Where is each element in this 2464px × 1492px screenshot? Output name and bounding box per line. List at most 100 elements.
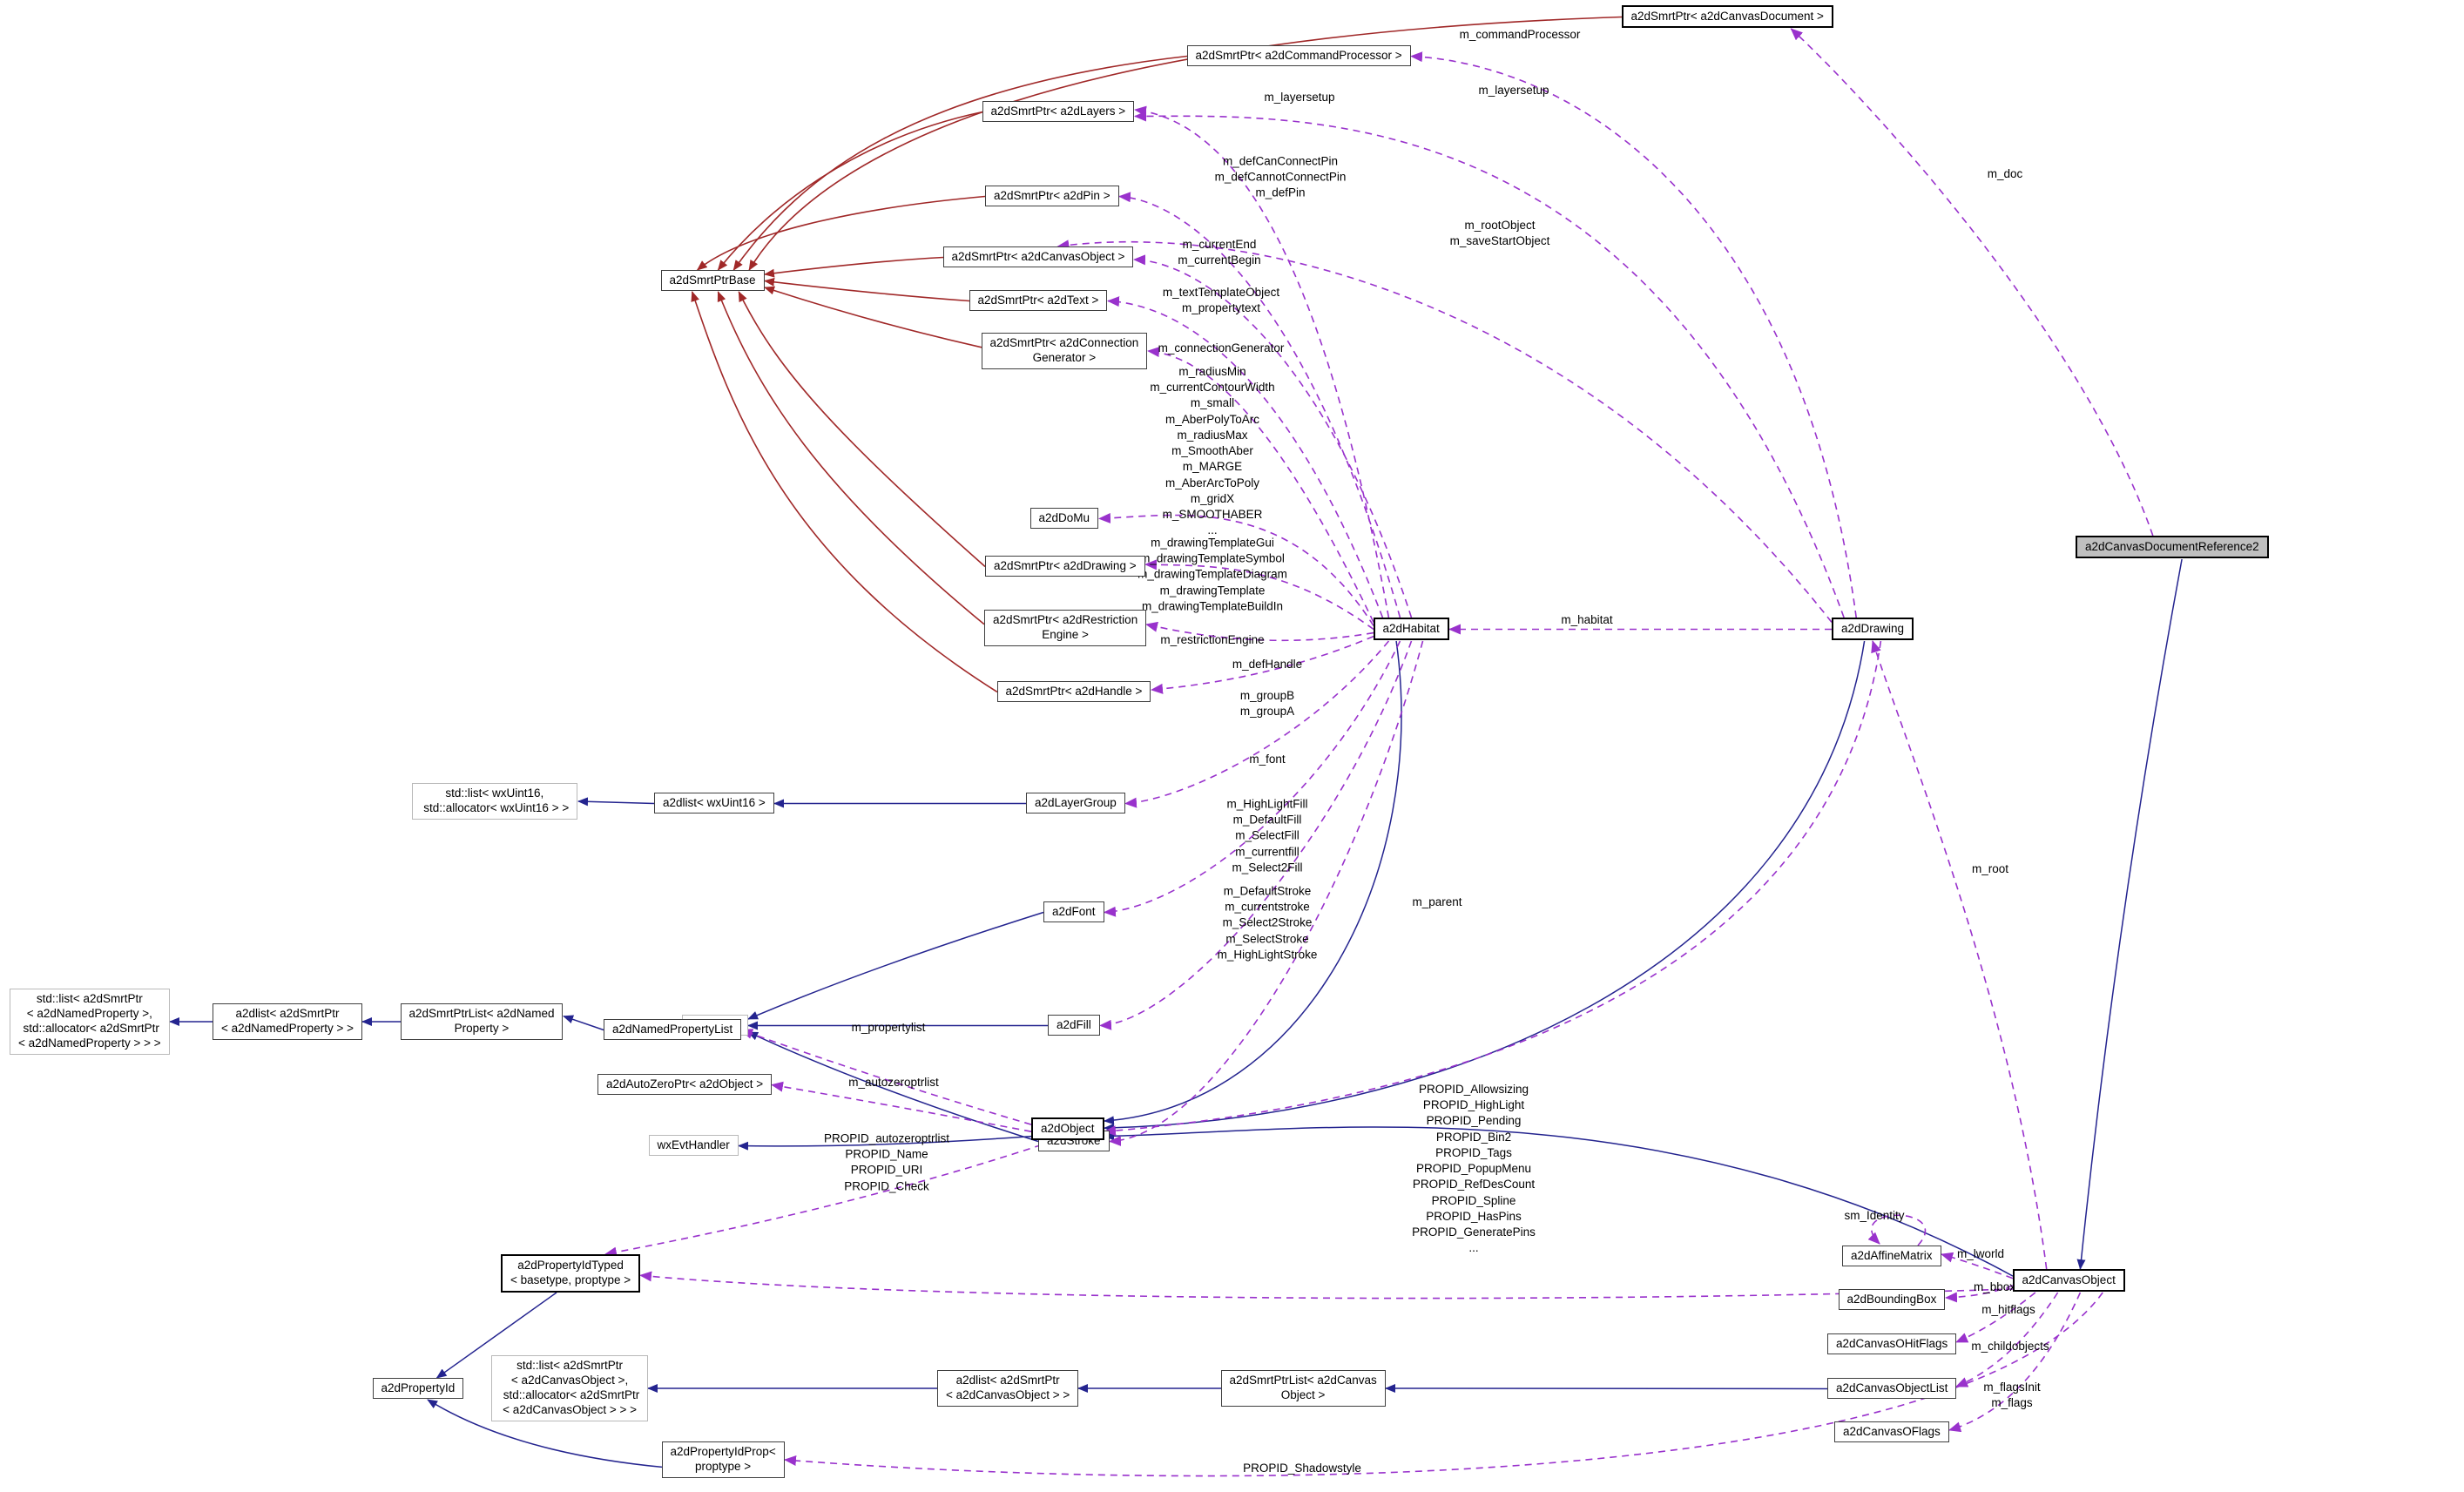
class-node-stdlist_np[interactable]: std::list< a2dSmrtPtr < a2dNamedProperty… bbox=[10, 989, 170, 1055]
edge-a2dobject-to-autozero bbox=[771, 1081, 1032, 1132]
edge-habitat-to-stroke bbox=[1109, 640, 1424, 1146]
edge-label-L4: m_layersetup bbox=[1478, 83, 1549, 97]
edge-pin-to-smrtptrbase bbox=[696, 195, 986, 271]
edge-drawing-to-layers bbox=[1134, 111, 1845, 618]
edge-label-L21: m_propertylist bbox=[851, 1020, 926, 1034]
class-node-canvasobjptr[interactable]: a2dSmrtPtr< a2dCanvasObject > bbox=[942, 246, 1134, 268]
edge-font-to-wxobject bbox=[747, 911, 1044, 1020]
edge-propidprop-to-propertyid bbox=[427, 1399, 663, 1468]
class-node-font[interactable]: a2dFont bbox=[1043, 901, 1104, 923]
class-node-drawing[interactable]: a2dDrawing bbox=[1832, 617, 1914, 641]
edge-namedproplist-to-smrtptrlist_np bbox=[563, 1015, 604, 1031]
edge-label-L24: PROPID_Allowsizing PROPID_HighLight PROP… bbox=[1412, 1082, 1536, 1254]
edge-label-L20: m_root bbox=[1971, 861, 2009, 875]
edge-label-L1: m_commandProcessor bbox=[1459, 27, 1581, 41]
class-node-a2dlist_np[interactable]: a2dlist< a2dSmrtPtr < a2dNamedProperty >… bbox=[213, 1003, 362, 1040]
class-node-propertyid[interactable]: a2dPropertyId bbox=[372, 1377, 464, 1400]
edge-label-L2: m_doc bbox=[1987, 166, 2023, 180]
edge-objectlist-to-smrtptrlist_co bbox=[1385, 1384, 1828, 1394]
edge-label-L5: m_defCanConnectPin m_defCannotConnectPin… bbox=[1214, 154, 1347, 200]
class-node-smrtptrlist_co[interactable]: a2dSmrtPtrList< a2dCanvas Object > bbox=[1220, 1370, 1386, 1407]
class-node-oflags[interactable]: a2dCanvasOFlags bbox=[1834, 1421, 1949, 1443]
edge-canvasobject-to-objectlist bbox=[1955, 1292, 2059, 1387]
edge-habitat-to-drawingptr bbox=[1144, 559, 1374, 631]
edge-a2dobject-to-namedproplist bbox=[740, 1029, 1032, 1125]
edge-label-L11: m_drawingTemplateGui m_drawingTemplateSy… bbox=[1137, 536, 1287, 613]
class-node-cmdproc[interactable]: a2dSmrtPtr< a2dCommandProcessor > bbox=[1186, 44, 1411, 67]
edge-habitat-to-textptr bbox=[1107, 296, 1384, 618]
edge-label-L9: m_connectionGenerator bbox=[1158, 341, 1285, 354]
class-node-affinematrix[interactable]: a2dAffineMatrix bbox=[1842, 1245, 1941, 1267]
edge-habitat-to-handleptr bbox=[1151, 635, 1374, 694]
edge-canvasobject-to-propidprop bbox=[784, 1292, 2103, 1477]
edge-label-L27: m_bbox bbox=[1973, 1279, 2016, 1293]
class-node-a2dlist_uint[interactable]: a2dlist< wxUint16 > bbox=[654, 792, 774, 814]
edge-canvasobject-to-drawing bbox=[1871, 640, 2048, 1270]
class-node-boundingbox[interactable]: a2dBoundingBox bbox=[1838, 1288, 1946, 1311]
class-node-autozero[interactable]: a2dAutoZeroPtr< a2dObject > bbox=[597, 1073, 773, 1096]
edge-label-L6: m_rootObject m_saveStartObject bbox=[1449, 218, 1550, 247]
class-node-restriction[interactable]: a2dSmrtPtr< a2dRestriction Engine > bbox=[984, 610, 1147, 646]
edge-self-affinematrix bbox=[1867, 1214, 1927, 1246]
class-node-canvasdoc[interactable]: a2dSmrtPtr< a2dCanvasDocument > bbox=[1621, 4, 1833, 29]
class-node-habitat[interactable]: a2dHabitat bbox=[1373, 617, 1449, 641]
edge-drawing-to-a2dobject bbox=[1104, 640, 1882, 1137]
class-node-propidtyped[interactable]: a2dPropertyIdTyped < basetype, proptype … bbox=[501, 1254, 641, 1293]
class-node-textptr[interactable]: a2dSmrtPtr< a2dText > bbox=[969, 289, 1108, 312]
class-node-canvasobject[interactable]: a2dCanvasObject bbox=[2012, 1268, 2125, 1293]
edge-restriction-to-smrtptrbase bbox=[717, 291, 985, 625]
edge-a2dobject-to-propidtyped bbox=[604, 1140, 1054, 1258]
class-node-smrtptrbase[interactable]: a2dSmrtPtrBase bbox=[660, 269, 765, 292]
edge-habitat-to-a2dobject bbox=[1104, 640, 1402, 1125]
edge-label-L22: m_autozeroptrlist bbox=[848, 1075, 939, 1089]
class-node-a2dobject[interactable]: a2dObject bbox=[1031, 1117, 1104, 1141]
edge-label-L26: m_lworld bbox=[1956, 1246, 2005, 1260]
edge-label-L7: m_currentEnd m_currentBegin bbox=[1178, 237, 1261, 267]
edge-a2dobject-to-wxevt bbox=[738, 1135, 1032, 1151]
edge-label-L16: m_HighLightFill m_DefaultFill m_SelectFi… bbox=[1226, 797, 1308, 874]
class-node-hitflags[interactable]: a2dCanvasOHitFlags bbox=[1827, 1333, 1957, 1355]
class-node-drawingptr[interactable]: a2dSmrtPtr< a2dDrawing > bbox=[985, 555, 1145, 577]
edge-label-L29: m_childobjects bbox=[1971, 1339, 2049, 1353]
class-node-propidprop[interactable]: a2dPropertyIdProp< proptype > bbox=[661, 1441, 785, 1478]
class-node-stdlist_co[interactable]: std::list< a2dSmrtPtr < a2dCanvasObject … bbox=[491, 1355, 649, 1421]
class-node-layergroup[interactable]: a2dLayerGroup bbox=[1026, 792, 1125, 814]
edge-propidtyped-to-propertyid bbox=[435, 1292, 557, 1379]
edge-habitat-to-domu bbox=[1098, 512, 1374, 626]
edge-habitat-to-layergroup bbox=[1124, 640, 1390, 808]
class-node-a2dlist_co[interactable]: a2dlist< a2dSmrtPtr < a2dCanvasObject > … bbox=[937, 1370, 1079, 1407]
edge-cmdproc-to-smrtptrbase bbox=[732, 55, 1188, 271]
edge-habitat-to-canvasobjptr bbox=[1133, 254, 1413, 618]
class-node-smrtptrlist_np[interactable]: a2dSmrtPtrList< a2dNamed Property > bbox=[400, 1003, 564, 1040]
class-node-wxevt[interactable]: wxEvtHandler bbox=[648, 1134, 739, 1157]
class-node-layers[interactable]: a2dSmrtPtr< a2dLayers > bbox=[982, 100, 1135, 123]
edge-docref2-to-canvasdoc bbox=[1790, 28, 2154, 537]
edge-canvasobject-to-affinematrix bbox=[1941, 1252, 2014, 1279]
edge-habitat-to-font bbox=[1104, 640, 1401, 917]
edge-label-L18: m_parent bbox=[1412, 895, 1462, 908]
edge-stroke-to-wxobject bbox=[747, 1031, 1039, 1143]
edge-drawing-to-cmdproc bbox=[1410, 51, 1857, 618]
edge-canvasobject-to-a2dobject bbox=[1104, 1126, 2014, 1277]
edge-label-L10: m_radiusMin m_currentContourWidth m_smal… bbox=[1150, 364, 1275, 537]
edge-label-L23: PROPID_autozeroptrlist PROPID_Name PROPI… bbox=[823, 1131, 950, 1193]
class-node-handleptr[interactable]: a2dSmrtPtr< a2dHandle > bbox=[996, 680, 1151, 703]
edge-drawing-to-a2dobject bbox=[1104, 640, 1866, 1132]
edge-label-L14: m_groupB m_groupA bbox=[1239, 688, 1295, 718]
edge-label-L17: m_DefaultStroke m_currentstroke m_Select… bbox=[1217, 884, 1318, 962]
class-node-objectlist[interactable]: a2dCanvasObjectList bbox=[1827, 1377, 1957, 1400]
class-node-stdlist_uint[interactable]: std::list< wxUint16, std::allocator< wxU… bbox=[411, 783, 578, 820]
edge-handleptr-to-smrtptrbase bbox=[691, 291, 998, 693]
class-node-domu[interactable]: a2dDoMu bbox=[1029, 507, 1099, 530]
class-node-pin[interactable]: a2dSmrtPtr< a2dPin > bbox=[985, 185, 1119, 207]
edge-label-L30: m_flagsInit m_flags bbox=[1983, 1380, 2041, 1409]
edge-canvasobjptr-to-smrtptrbase bbox=[764, 256, 944, 278]
class-node-conngen[interactable]: a2dSmrtPtr< a2dConnection Generator > bbox=[981, 333, 1148, 369]
class-node-docref2[interactable]: a2dCanvasDocumentReference2 bbox=[2076, 535, 2269, 559]
class-node-fill[interactable]: a2dFill bbox=[1048, 1014, 1100, 1036]
edge-label-L12: m_restrictionEngine bbox=[1160, 632, 1265, 646]
edge-drawingptr-to-smrtptrbase bbox=[738, 291, 986, 568]
edge-habitat-to-conngen bbox=[1147, 347, 1374, 623]
class-node-namedproplist[interactable]: a2dNamedPropertyList bbox=[604, 1018, 742, 1041]
